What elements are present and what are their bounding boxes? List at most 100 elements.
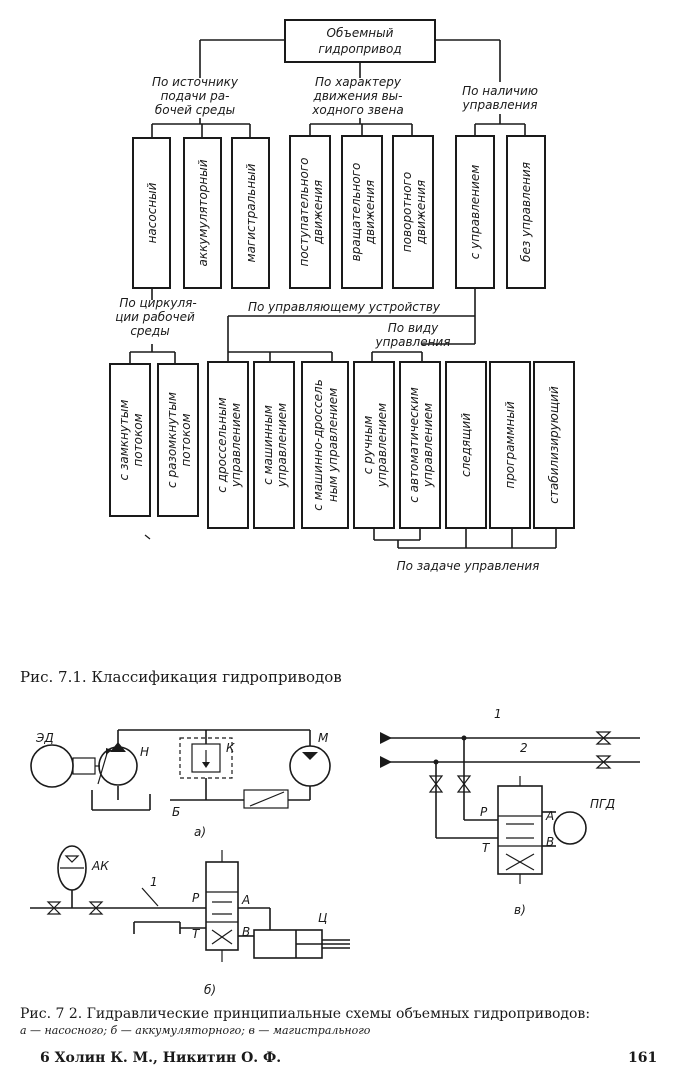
box-open-flow-line1: с разомкнутым [165,392,179,488]
box-tracking-label: следящий [459,413,473,477]
box-closed-flow-line1: с замкнутым [117,400,131,481]
label-accumulator: АК [91,859,109,873]
group-source-line3: бочей среды [155,103,235,117]
fig1-caption: Рис. 7.1. Классификация гидроприводов [20,668,342,686]
schematic-a: ЭД Н К Б [30,729,331,839]
box-no-control-label: без управления [519,162,533,262]
box-open-flow [157,363,199,517]
box-machine-line2: управлением [275,403,289,488]
box-with-control-label: с управлением [468,165,482,260]
box-automatic-line2: управлением [421,403,435,488]
box-stabilizing-label: стабилизирующий [547,386,561,504]
label-motor-v: ПГД [590,797,615,811]
root-box [284,19,436,63]
label-line-b: 1 [150,875,158,889]
group-motion-line1: По характеру [315,75,402,89]
group-control-presence-line2: управления [462,98,538,112]
page-number: 161 [628,1050,658,1066]
root-label-line2: гидропривод [318,42,401,56]
group-control-kind-line2: управления [375,335,451,349]
pump-arrow-icon [110,742,126,752]
box-throttle-line2: управлением [229,403,243,488]
label-pump: Н [140,745,149,759]
box-accumulator [183,137,222,289]
classification-diagram: Объемный гидропривод По источнику подачи… [109,19,575,573]
group-motion-line2: движения вы- [313,89,403,103]
box-throttle [207,361,249,529]
box-no-control [506,135,546,289]
box-manual [353,361,395,529]
root-connectors [199,39,501,82]
group-control-task: По задаче управления [397,559,540,573]
box-machine-throttle-line1: с машинно-дроссель [311,379,325,511]
group-source-line2: подачи ра- [161,89,230,103]
schematic-v: 1 2 Р Т А В ПГД [380,707,640,917]
fig2-caption: Рис. 7 2. Гидравлические принципиальные … [20,1006,591,1022]
box-machine-throttle-line2: ным управлением [326,388,340,502]
label-b-b: В [242,925,250,939]
level2-connectors [129,288,476,364]
box-translational-line2: движения [311,180,325,245]
box-closed-flow [109,363,151,517]
hydromotor [289,745,331,787]
box-swivel-line2: движения [414,180,428,245]
group-circulation-line3: среды [130,324,169,338]
label-b-v: В [546,835,554,849]
box-manual-line1: с ручным [361,416,375,475]
label-t-b: Т [192,927,201,941]
box-pump [132,137,171,289]
sublabel-v: в) [514,903,526,917]
relief-valve [191,743,221,773]
level1-brackets [151,114,526,138]
schematic-b: АК 1 Р Т А В [30,845,350,997]
label-electric-motor: ЭД [35,731,54,745]
box-rotational [341,135,383,289]
box-translational [289,135,331,289]
rotary-motor [553,811,587,845]
box-automatic [399,361,441,529]
box-rotational-line1: вращательного [349,163,363,262]
sublabel-b: б) [204,983,216,997]
label-p-v: Р [480,805,488,819]
group-source-line1: По источнику [152,75,239,89]
group-motion-line3: ходного звена [311,103,403,117]
box-pump-label: насосный [145,182,159,243]
box-swivel-line1: поворотного [400,172,414,252]
pump-symbol [98,746,138,786]
box-mains [231,137,270,289]
box-machine-line1: с машинным [261,405,275,485]
box-mains-label: магистральный [244,163,258,262]
group-circulation-line2: ции рабочей [115,310,195,324]
control-task-bracket [144,528,557,549]
group-device: По управляющему устройству [248,300,441,314]
box-closed-flow-line2: потоком [131,413,145,466]
label-t-v: Т [482,841,491,855]
footer-authors: 6 Холин К. М., Никитин О. Ф. [40,1050,282,1066]
group-control-presence-line1: По наличию [462,84,538,98]
box-throttle-line1: с дроссельным [215,397,229,492]
box-manual-line2: управлением [375,403,389,488]
box-stabilizing [533,361,575,529]
box-translational-line1: поступательного [297,157,311,266]
box-program-label: программный [503,401,517,489]
label-cylinder: Ц [318,911,327,925]
box-accumulator-label: аккумуляторный [196,159,210,266]
label-a-v: А [545,809,554,823]
label-a-b: А [241,893,250,907]
label-p-b: Р [192,891,200,905]
box-open-flow-line2: потоком [179,413,193,466]
box-rotational-line2: движения [363,180,377,245]
label-tank: Б [172,805,180,819]
label-valve: К [226,741,235,755]
box-program [489,361,531,529]
box-with-control [455,135,495,289]
label-hydromotor: М [318,731,329,745]
label-line2: 2 [520,741,528,755]
box-swivel [392,135,434,289]
box-machine-throttle [301,361,349,529]
electric-motor [30,744,74,788]
sublabel-a: а) [194,825,206,839]
group-circulation-line1: По циркуля- [119,296,196,310]
